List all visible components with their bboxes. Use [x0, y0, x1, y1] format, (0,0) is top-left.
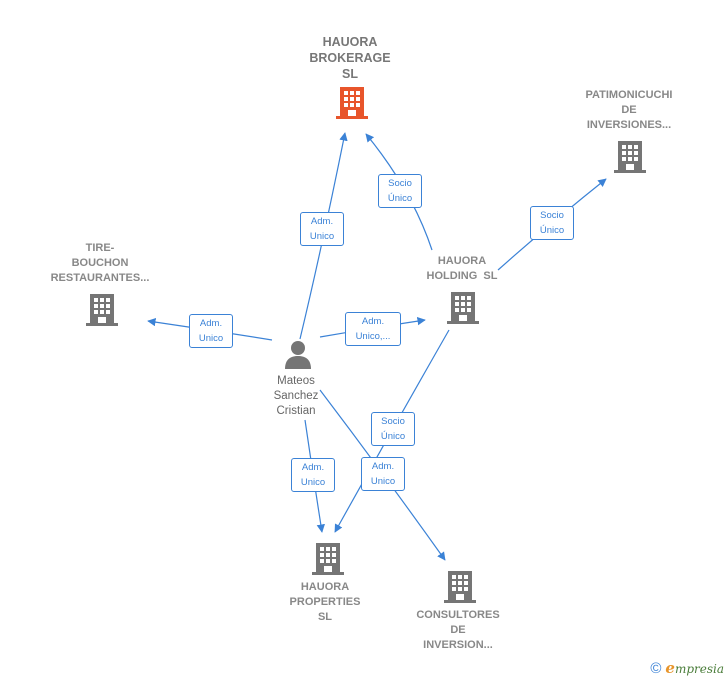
node-label-hauora-properties[interactable]: HAUORA PROPERTIES SL [289, 581, 361, 623]
building-icon[interactable] [86, 292, 118, 326]
building-icon[interactable] [614, 139, 646, 173]
footer-brand: © empresia [650, 659, 724, 677]
empresia-logo: empresia [665, 659, 724, 677]
edge-label-mateos-tire-bouchon[interactable]: Adm.Unico [189, 314, 233, 348]
node-label-patimonicuchi[interactable]: PATIMONICUCHI DE INVERSIONES... [585, 89, 673, 131]
node-label-consultores[interactable]: CONSULTORES DE INVERSION... [416, 609, 500, 651]
building-icon[interactable] [336, 85, 368, 119]
edge-label-mateos-brokerage[interactable]: Adm.Unico [300, 212, 344, 246]
copyright-symbol: © [650, 659, 662, 677]
node-label-mateos[interactable]: Mateos Sanchez Cristian [273, 375, 319, 417]
node-label-tire-bouchon[interactable]: TIRE- BOUCHON RESTAURANTES... [50, 242, 150, 284]
node-label-hauora-brokerage[interactable]: HAUORA BROKERAGE SL [309, 35, 391, 81]
edge-label-mateos-holding[interactable]: Adm.Unico,... [345, 312, 401, 346]
building-icon[interactable] [444, 569, 476, 603]
node-label-hauora-holding[interactable]: HAUORA HOLDING SL [426, 255, 498, 282]
building-icon[interactable] [312, 541, 344, 575]
edge-label-mateos-properties[interactable]: Adm.Unico [291, 458, 335, 492]
building-icon[interactable] [447, 290, 479, 324]
edge-label-mateos-consultores[interactable]: Adm.Unico [361, 457, 405, 491]
person-icon[interactable] [283, 338, 313, 370]
